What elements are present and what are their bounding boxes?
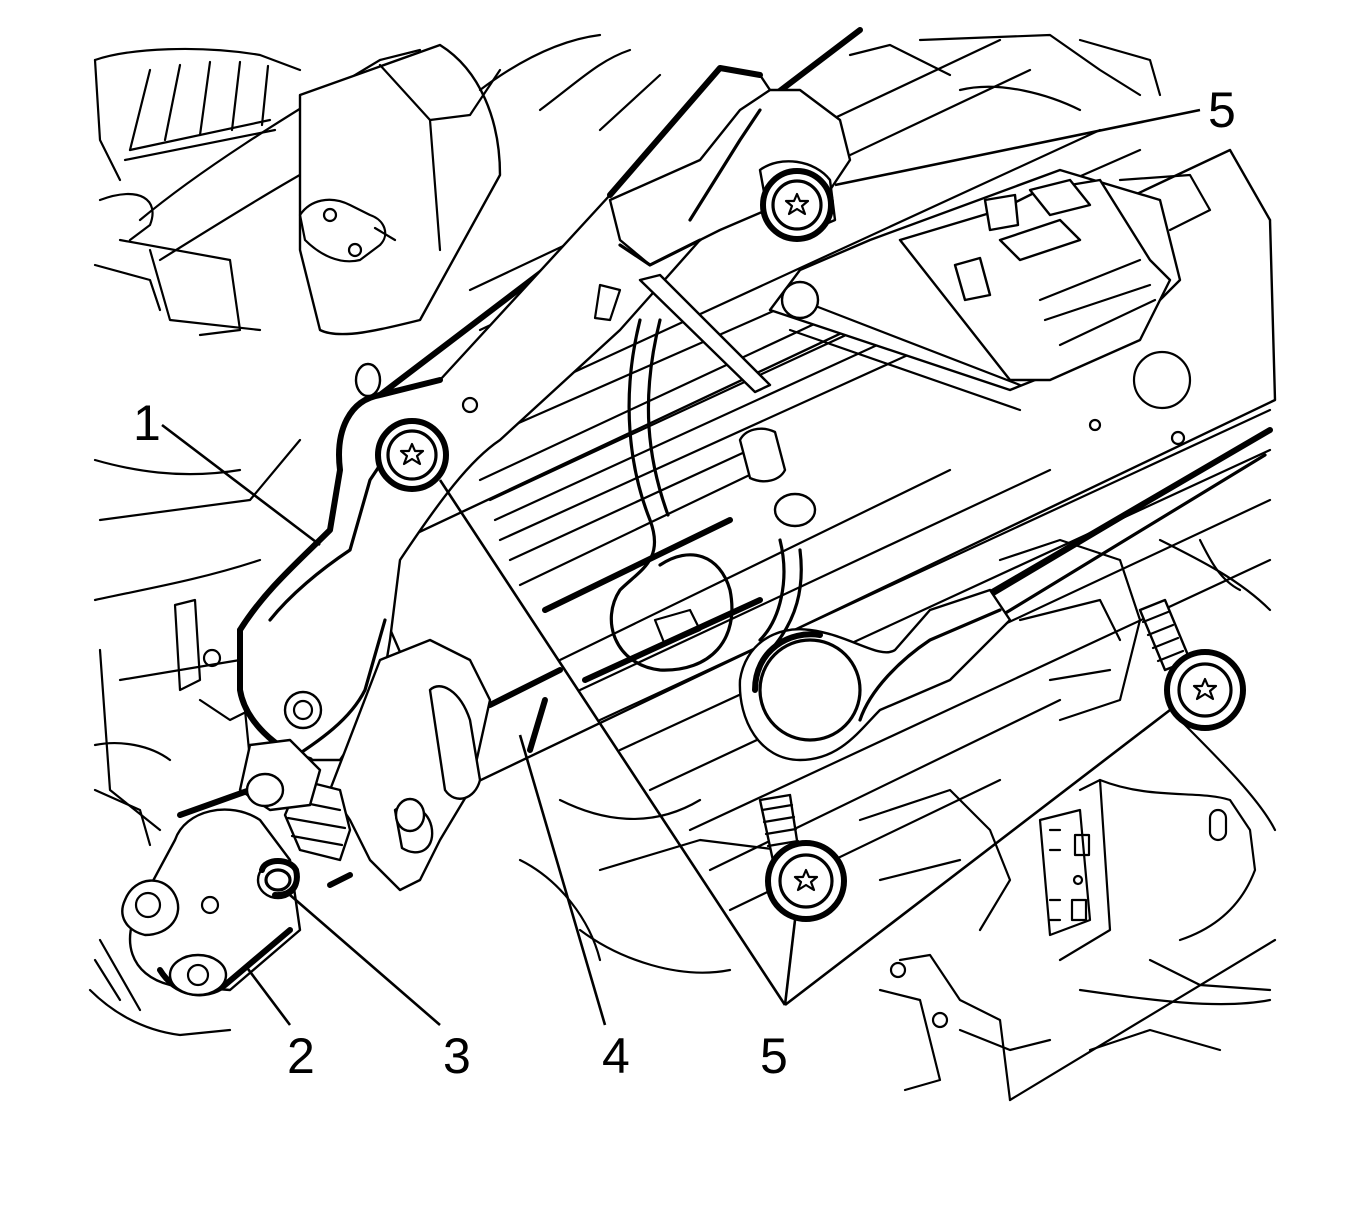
leader-5b-1	[438, 479, 787, 1006]
leader-5a	[834, 108, 1201, 187]
callout-5-lower: 5	[760, 1028, 788, 1084]
wiring-harness	[593, 273, 803, 672]
leader-3	[289, 894, 441, 1026]
bolt-bracket	[375, 418, 449, 492]
callout-3: 3	[443, 1028, 471, 1084]
leader-2	[243, 964, 292, 1026]
callout-2: 2	[287, 1028, 315, 1084]
leader-5b-3	[784, 708, 1171, 1007]
bolt-loose-lower	[758, 793, 847, 922]
leader-1	[161, 423, 321, 547]
callout-4: 4	[602, 1028, 630, 1084]
bolt-upper-right	[758, 160, 837, 242]
bolt-loose-right	[1138, 598, 1246, 731]
callout-5-upper: 5	[1208, 82, 1236, 138]
leader-lines	[161, 108, 1201, 1026]
leader-4	[518, 734, 607, 1026]
bolts	[375, 160, 1246, 922]
background-structure	[93, 33, 1277, 1102]
upper-mounting-bracket	[237, 65, 1212, 763]
callout-labels: 1 2 3 4 5 5	[133, 82, 1236, 1084]
intermediate-shaft	[88, 638, 492, 1037]
leader-5b-2	[783, 919, 797, 1006]
callout-1: 1	[133, 395, 161, 451]
